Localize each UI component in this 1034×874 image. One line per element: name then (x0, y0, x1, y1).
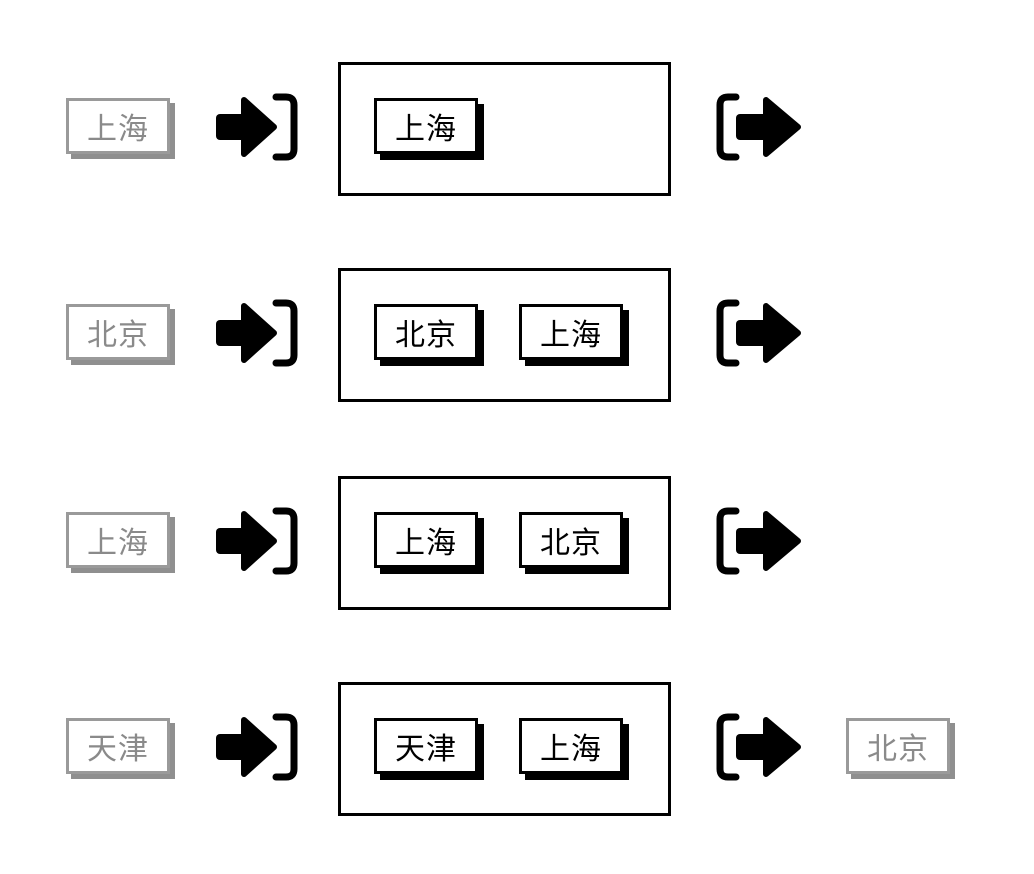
incoming-item: 上海 (66, 98, 170, 154)
sign-in-icon (216, 507, 298, 575)
cache-box: 上海 北京 (338, 476, 671, 610)
cache-slot-2: 上海 (519, 718, 623, 774)
cache-box: 北京 上海 (338, 268, 671, 402)
step-row-4: 天津 天津 上海 北京 (0, 682, 1034, 822)
sign-out-icon (716, 299, 801, 367)
cache-slot-1: 天津 (374, 718, 478, 774)
cache-slot-1: 上海 (374, 98, 478, 154)
sign-in-icon (216, 299, 298, 367)
sign-out-icon (716, 507, 801, 575)
sign-in-icon (216, 713, 298, 781)
cache-slot-2: 上海 (519, 304, 623, 360)
sign-out-icon (716, 93, 801, 161)
step-row-3: 上海 上海 北京 (0, 476, 1034, 616)
cache-slot-2: 北京 (519, 512, 623, 568)
sign-out-icon (716, 713, 801, 781)
step-row-1: 上海 上海 (0, 62, 1034, 202)
incoming-item: 天津 (66, 718, 170, 774)
cache-slot-1: 上海 (374, 512, 478, 568)
cache-box: 天津 上海 (338, 682, 671, 816)
step-row-2: 北京 北京 上海 (0, 268, 1034, 408)
cache-slot-1: 北京 (374, 304, 478, 360)
incoming-item: 北京 (66, 304, 170, 360)
cache-box: 上海 (338, 62, 671, 196)
incoming-item: 上海 (66, 512, 170, 568)
evicted-item: 北京 (846, 718, 950, 774)
sign-in-icon (216, 93, 298, 161)
